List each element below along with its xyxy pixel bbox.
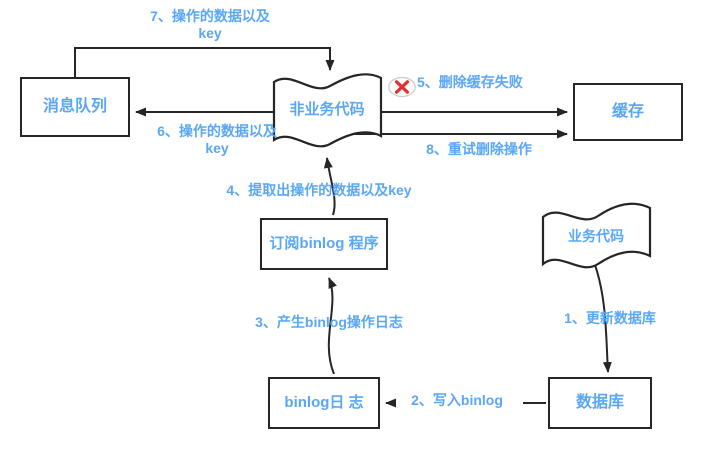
node-non-business-code-label: 非业务代码: [289, 101, 365, 119]
edge-7-path: [74, 47, 335, 77]
edge-label-5: 5、删除缓存失败: [417, 74, 523, 90]
node-message-queue-label: 消息队列: [42, 97, 107, 115]
edge-label-1: 1、更新数据库: [564, 310, 656, 326]
node-message-queue[interactable]: 消息队列: [20, 77, 130, 137]
node-subscribe-binlog-label: 订阅binlog 程序: [269, 235, 379, 253]
non-business-code-wave-outline: [272, 73, 383, 148]
edge-1-path: [594, 264, 612, 373]
edge-label-7: 7、操作的数据以及 key: [150, 8, 270, 42]
edge-3-path: [327, 277, 337, 375]
edge-label-3: 3、产生binlog操作日志: [255, 314, 403, 330]
node-cache[interactable]: 缓存: [573, 83, 683, 141]
edge-4-path: [323, 157, 336, 216]
edge-label-6: 6、操作的数据以及 key: [157, 123, 277, 157]
node-business-code-label: 业务代码: [568, 227, 624, 244]
business-code-wave-outline: [541, 202, 652, 269]
node-cache-label: 缓存: [611, 102, 644, 120]
node-binlog-log-label: binlog日 志: [284, 394, 364, 412]
edge-label-8: 8、重试删除操作: [426, 141, 532, 157]
x-mark-icon: [388, 76, 416, 98]
node-database[interactable]: 数据库: [548, 377, 652, 429]
node-subscribe-binlog[interactable]: 订阅binlog 程序: [260, 218, 388, 270]
node-binlog-log[interactable]: binlog日 志: [268, 377, 380, 429]
node-database-label: 数据库: [575, 393, 624, 411]
edge-label-2: 2、写入binlog: [411, 392, 503, 408]
edge-label-4: 4、提取出操作的数据以及key: [226, 182, 412, 198]
node-business-code[interactable]: 业务代码: [541, 205, 651, 267]
